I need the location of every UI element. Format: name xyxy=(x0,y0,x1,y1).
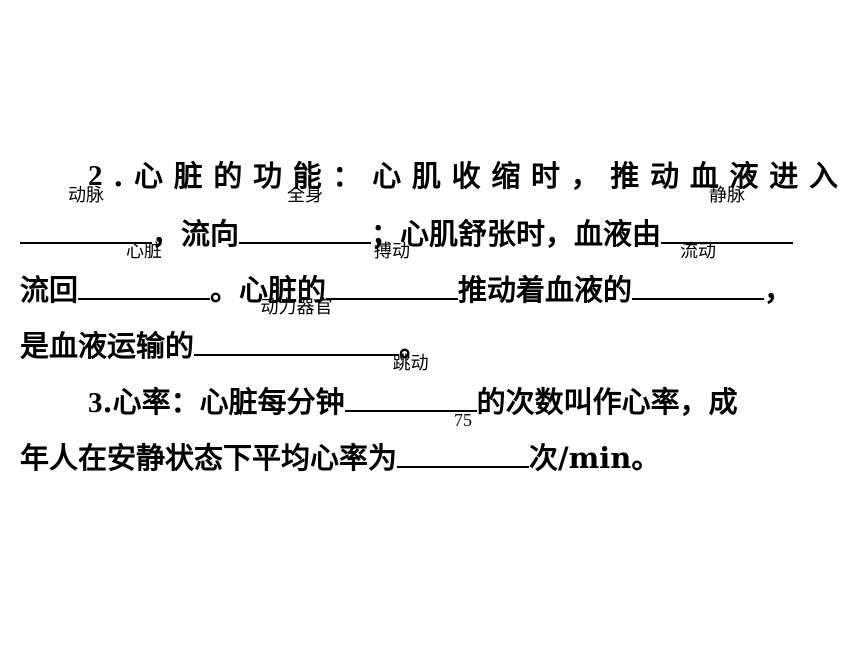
item2-intro-char: 的 xyxy=(213,159,243,193)
item2-line-2: 动脉 ，流向 全身 ；心肌舒张时，血液由 静脉 xyxy=(20,185,794,252)
item3-text-1: 心率：心脏每分钟 xyxy=(112,385,345,419)
blank-6[interactable]: 流动 xyxy=(632,241,765,300)
item2-dot: . xyxy=(113,159,124,193)
blank-8[interactable]: 跳动 xyxy=(344,353,477,412)
item2-intro-char: 缩 xyxy=(491,159,521,193)
item3-number: 3 xyxy=(88,387,103,419)
item2-intro-char: ： xyxy=(332,159,362,193)
item2-intro-char: ， xyxy=(570,159,600,193)
answer-2: 全身 xyxy=(287,185,324,206)
answer-9: 75 xyxy=(454,410,473,430)
answer-4: 心脏 xyxy=(126,241,163,262)
item2-line-4: 是血液运输的 动力器官。 xyxy=(20,297,429,364)
answer-3: 静脉 xyxy=(709,185,746,206)
item2-intro-char: 心 xyxy=(372,159,402,193)
blank-2[interactable]: 全身 xyxy=(239,185,372,244)
item2-intro-char: 液 xyxy=(729,159,759,193)
item2-text-3: 流回 xyxy=(20,273,79,307)
item2-text-5: 推动着血液的 xyxy=(458,273,633,307)
blank-9[interactable]: 75 xyxy=(397,410,530,468)
item2-intro-char: 推 xyxy=(610,159,640,193)
item3-text-3: 年人在安静状态下平均心率为 xyxy=(20,441,398,475)
blank-4[interactable]: 心脏 xyxy=(78,241,211,300)
blank-5[interactable]: 搏动 xyxy=(326,241,459,300)
item2-text-8: 。 xyxy=(399,329,429,363)
item2-number: 2 xyxy=(88,160,103,192)
answer-5: 搏动 xyxy=(374,241,411,262)
item2-text-6: ， xyxy=(764,273,794,307)
blank-7[interactable]: 动力器官 xyxy=(194,297,400,356)
item2-intro-char: 脏 xyxy=(173,159,203,193)
answer-8: 跳动 xyxy=(392,353,429,374)
item2-text-4: 。心脏的 xyxy=(210,273,327,307)
item2-intro-char: 进 xyxy=(769,159,799,193)
item2-text-2: ；心肌舒张时，血液由 xyxy=(371,217,662,251)
item2-intro-char: 功 xyxy=(253,159,283,193)
item2-text-1: ，流向 xyxy=(152,217,240,251)
item2-intro-char: 时 xyxy=(531,159,561,193)
blank-3[interactable]: 静脉 xyxy=(661,185,794,244)
item2-text-7: 是血液运输的 xyxy=(20,329,195,363)
item3-dot: . xyxy=(102,385,113,419)
item3-text-4: 次/min。 xyxy=(529,441,661,475)
item3-line-1: 3.心率：心脏每分钟 跳动的次数叫作心率，成 xyxy=(88,353,738,420)
item2-intro-char: 心 xyxy=(133,159,163,193)
item2-intro-char: 能 xyxy=(292,159,322,193)
item2-intro-char: 肌 xyxy=(411,159,441,193)
item2-line-1: 2 . 心脏的功能：心肌收缩时，推动血液进入 xyxy=(88,156,838,196)
item2-intro-char: 血 xyxy=(689,159,719,193)
item2-intro-char: 收 xyxy=(451,159,481,193)
item3-text-2: 的次数叫作心率，成 xyxy=(476,385,738,419)
answer-1: 动脉 xyxy=(68,185,104,206)
item3-line-2: 年人在安静状态下平均心率为 75 次/min。 xyxy=(20,410,661,476)
item2-line-3: 流回 心脏。心脏的 搏动推动着血液的 流动 ， xyxy=(20,241,794,308)
answer-6: 流动 xyxy=(680,241,717,262)
answer-7: 动力器官 xyxy=(260,297,333,318)
blank-1[interactable]: 动脉 xyxy=(20,185,152,244)
item2-intro-char: 动 xyxy=(650,159,680,193)
item2-intro-char: 入 xyxy=(808,159,838,193)
